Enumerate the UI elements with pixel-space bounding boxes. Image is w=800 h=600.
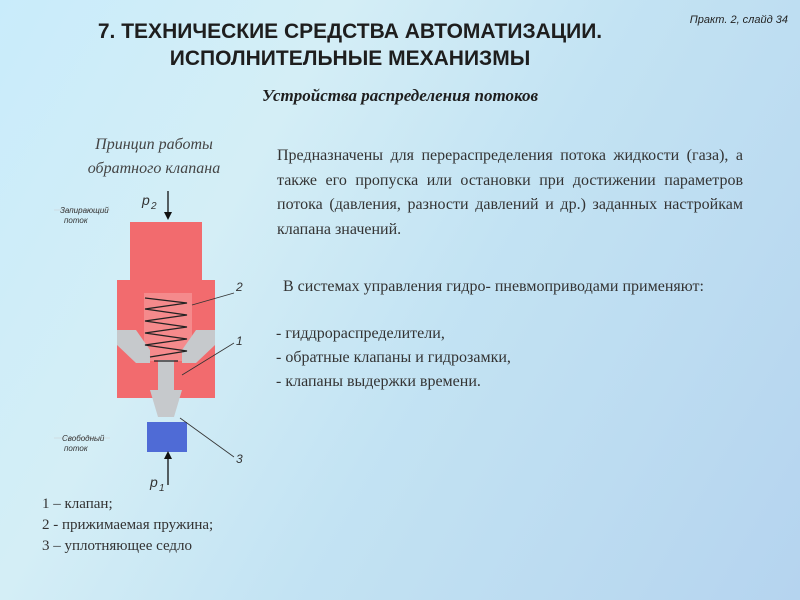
valve-stem [158, 360, 174, 392]
check-valve-diagram: p 2 p 1 Запирающий поток Свободный поток… [54, 191, 243, 494]
description-paragraph: Предназначены для перераспределения пото… [277, 147, 743, 238]
valve-poppet [150, 390, 182, 417]
label-p2-sub: 2 [150, 201, 157, 212]
label-p2: p [141, 192, 150, 208]
title-line-1: 7. ТЕХНИЧЕСКИЕ СРЕДСТВА АВТОМАТИЗАЦИИ. [97, 20, 603, 43]
label-locking-flow-2: поток [64, 216, 89, 225]
label-free-flow-2: поток [64, 444, 89, 453]
marker-3: 3 [236, 452, 243, 466]
slide-title: 7. ТЕХНИЧЕСКИЕ СРЕДСТВА АВТОМАТИЗАЦИИ. И… [0, 18, 700, 72]
marker-1: 1 [236, 334, 243, 348]
label-p1-sub: 1 [159, 483, 165, 494]
list-item: - обратные клапаны и гидрозамки, [276, 349, 511, 366]
list-item: - клапаны выдержки времени. [276, 373, 481, 390]
title-line-2: ИСПОЛНИТЕЛЬНЫЕ МЕХАНИЗМЫ [169, 47, 531, 70]
slide-reference: Практ. 2, слайд 34 [689, 14, 788, 26]
valve-bottom-inlet [147, 422, 187, 452]
label-p1: p [149, 474, 158, 490]
diagram-legend: 1 – клапан; 2 - прижимаемая пружина; 3 –… [42, 494, 213, 557]
label-free-flow-1: Свободный [62, 434, 105, 443]
valve-seat-left [117, 330, 150, 363]
legend-item-3: 3 – уплотняющее седло [42, 538, 193, 554]
list-item: - гиддрораспределители, [276, 325, 445, 342]
diagram-title-line-2: обратного клапана [87, 160, 221, 177]
compression-spring [144, 297, 188, 358]
label-locking-flow-1: Запирающий [60, 206, 109, 215]
valve-top-pipe [130, 222, 202, 280]
application-paragraph: В системах управления гидро- пневмоприво… [283, 278, 704, 295]
marker-2: 2 [235, 280, 243, 294]
section-subtitle: Устройства распределения потоков [261, 86, 539, 105]
diagram-title-line-1: Принцип работы [95, 136, 213, 153]
valve-seat-right [182, 330, 215, 363]
device-list: - гиддрораспределители, - обратные клапа… [276, 322, 746, 394]
diagram-title: Принцип работы обратного клапана [44, 133, 264, 181]
legend-item-1: 1 – клапан; [42, 496, 113, 512]
legend-item-2: 2 - прижимаемая пружина; [42, 517, 214, 533]
